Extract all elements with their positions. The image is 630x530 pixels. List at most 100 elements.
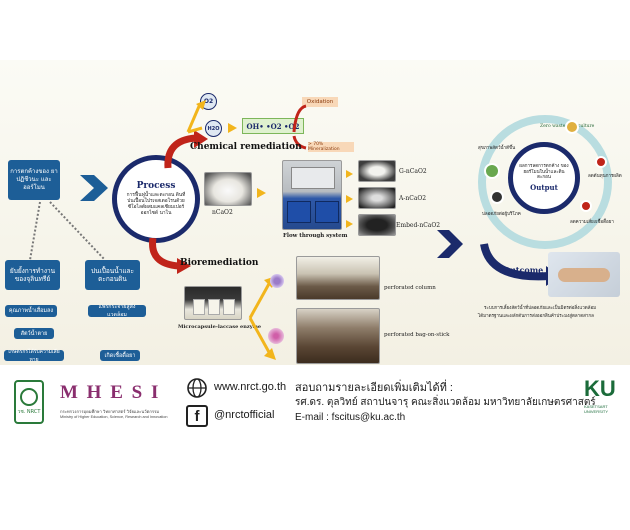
mineral-text: > 70% Mineralization [308, 142, 340, 152]
inhibit-microbe-text: ยับยั้งการทำงาน ของจุลินทรีย์ [9, 267, 56, 283]
arrow-right-icon [346, 220, 353, 228]
output-circle: ผลการลดการตกค้าง ของฮอร์โมนในน้ำและดินตะ… [508, 142, 580, 214]
drug-resistance-text: เกิดเชื้อดื้อยา [104, 352, 136, 359]
spread-text: แพร่กระจายสู่สิ่งแวดล้อม [98, 304, 136, 318]
beaker-1 [193, 299, 205, 315]
oxidants-text: OH• •O2 •O2 [246, 121, 300, 131]
arrow-right-icon [346, 170, 353, 178]
nrct-label: วช. NRCT [17, 409, 41, 415]
mhesi-logo: M H E S I [60, 382, 161, 403]
tank-right [315, 201, 339, 223]
microcapsule-label: Microcapsule-laccase enzyme [178, 324, 262, 330]
inhibit-microbe-box: ยับยั้งการทำงาน ของจุลินทรีย์ [5, 260, 60, 290]
perforated-bag-photo [296, 308, 380, 364]
consumer-icon [490, 190, 504, 204]
arrow-right-icon [228, 123, 237, 133]
tank-left [287, 201, 311, 223]
embed-ncao2-photo [358, 214, 396, 236]
output-title: Output [530, 182, 558, 192]
contact-email[interactable]: E-mail : fscitus@ku.ac.th [295, 412, 406, 423]
fish-die-box: สัตว์น้ำตาย [14, 328, 54, 339]
facebook-icon: f [186, 405, 208, 427]
chemical-remediation-title: Chemical remediation [190, 142, 302, 152]
cost-icon [595, 156, 607, 168]
contaminate-text: ปนเปื้อนน้ำและ ตะกอนดิน [90, 267, 135, 283]
oxidants-box: OH• •O2 •O2 [242, 118, 304, 134]
infographic-panel: การตกค้างของ ยาปฏิชีวนะ และฮอร์โมน ยับยั… [0, 60, 630, 365]
water-quality-text: คุณภาพน้ำเสื่อมลง [8, 308, 54, 314]
enzyme-bag-icon [268, 328, 284, 344]
embed-ncao2-label: Embed-nCaO2 [396, 222, 441, 229]
ku-sub: KASETSART UNIVERSITY [584, 404, 609, 414]
a-ncao2-photo [358, 187, 396, 209]
contaminate-box: ปนเปื้อนน้ำและ ตะกอนดิน [85, 260, 140, 290]
pump-shape [291, 167, 335, 189]
nrct-logo: วช. NRCT [14, 380, 44, 424]
water-quality-box: คุณภาพน้ำเสื่อมลง [5, 305, 57, 317]
contact-heading: สอบถามรายละเอียดเพิ่มเติมได้ที่ : [295, 382, 453, 394]
nrct-emblem-icon [20, 388, 38, 406]
enzyme-cluster-icon [270, 274, 284, 288]
dotted-connectors [29, 201, 106, 261]
farmer-loss-box: เกษตรกรได้รับความเสียหาย [4, 348, 64, 363]
ncao2-powder-photo [204, 172, 252, 206]
footer: วช. NRCT M H E S I กระทรวงการอุดมศึกษา ว… [0, 372, 630, 447]
microcapsule-photo [184, 286, 242, 320]
branch-arrows-icon [186, 100, 206, 134]
arrow-right-icon [346, 195, 353, 203]
oxidation-tag: Oxidation [302, 97, 338, 107]
bioremediation-title: Bioremediation [180, 258, 259, 268]
process-title: Process [136, 181, 176, 191]
mhesi-sub-th: กระทรวงการอุดมศึกษา วิทยาศาสตร์ วิจัยและ… [60, 409, 160, 414]
g-ncao2-label: G-nCaO2 [399, 168, 427, 175]
sat-2-label: ลดต้นทุนการผลิต [588, 174, 622, 179]
chevron-right-big-icon [437, 230, 463, 258]
red-curve-arrow-down-icon [149, 238, 191, 274]
residue-text: การตกค้างของ ยาปฏิชีวนะ และฮอร์โมน [10, 168, 58, 191]
chevron-right-icon [80, 175, 108, 201]
mhesi-sub-en: Ministry of Higher Education, Science, R… [60, 415, 168, 419]
website-link[interactable]: www.nrct.go.th [214, 381, 287, 393]
g-ncao2-photo [358, 160, 396, 182]
ku-logo: KU [584, 376, 616, 401]
flow-through-photo [282, 160, 342, 230]
sat-4-label: ลดความเสี่ยงเชื้อดื้อยา [570, 220, 614, 225]
flow-label: Flow through system [283, 233, 348, 239]
outcome-text-2: ได้มาตรฐานและผลักดันการส่งออกสินค้าประมง… [478, 314, 594, 319]
h2o-bubble: H2O [205, 120, 222, 137]
ncao2-label: nCaO2 [212, 209, 233, 216]
beaker-3 [223, 299, 235, 315]
output-outer-ring [478, 115, 612, 249]
resistance-icon [580, 200, 592, 212]
facebook-link[interactable]: @nrctofficial [214, 409, 275, 421]
perforated-column-photo [296, 256, 380, 300]
a-ncao2-label: A-nCaO2 [399, 195, 427, 202]
output-text: ผลการลดการตกค้าง ของฮอร์โมนในน้ำและดินตะ… [519, 164, 569, 181]
contact-name: รศ.ดร. ตุลวิทย์ สถาปนจารุ คณะสิ่งแวดล้อม… [295, 397, 596, 408]
hands-shape [558, 268, 610, 282]
farmer-loss-text: เกษตรกรได้รับความเสียหาย [8, 348, 60, 363]
perforated-column-label: perforated column [384, 285, 436, 291]
arrow-right-icon [257, 188, 266, 198]
o2-text: O2 [203, 98, 214, 105]
farmer-icon [484, 163, 500, 179]
red-curve-arrow-up-icon [164, 130, 208, 169]
sat-1-label: สุขภาพสัตว์น้ำดีขึ้น [478, 146, 516, 151]
outcome-title: Outcome [503, 265, 544, 275]
globe-icon [187, 378, 207, 398]
residue-box: การตกค้างของ ยาปฏิชีวนะ และฮอร์โมน [8, 160, 60, 200]
h2o-text: H2O [207, 125, 220, 132]
aquaculture-icon [565, 120, 579, 134]
red-bracket-arrows-icon [292, 104, 307, 150]
sat-3-label: ปลอดภัยต่อผู้บริโภค [482, 212, 521, 217]
outcome-text: ระบบการเลี้ยงสัตว์น้ำที่ปลอดภัยและเป็นมิ… [484, 306, 597, 311]
process-text: การฟื้นฟูน้ำและตะกอน ดินที่ปนเปื้อนโปรเจ… [126, 193, 186, 216]
fish-die-text: สัตว์น้ำตาย [20, 330, 48, 337]
spread-box: แพร่กระจายสู่สิ่งแวดล้อม [88, 304, 146, 318]
beaker-2 [208, 299, 220, 315]
drug-resistance-box: เกิดเชื้อดื้อยา [100, 350, 140, 361]
oxidation-text: Oxidation [306, 99, 334, 105]
mineral-tag: > 70% Mineralization [308, 142, 354, 152]
perforated-bag-label: perforated bag-on-stick [384, 332, 450, 338]
handshake-photo [548, 252, 620, 297]
